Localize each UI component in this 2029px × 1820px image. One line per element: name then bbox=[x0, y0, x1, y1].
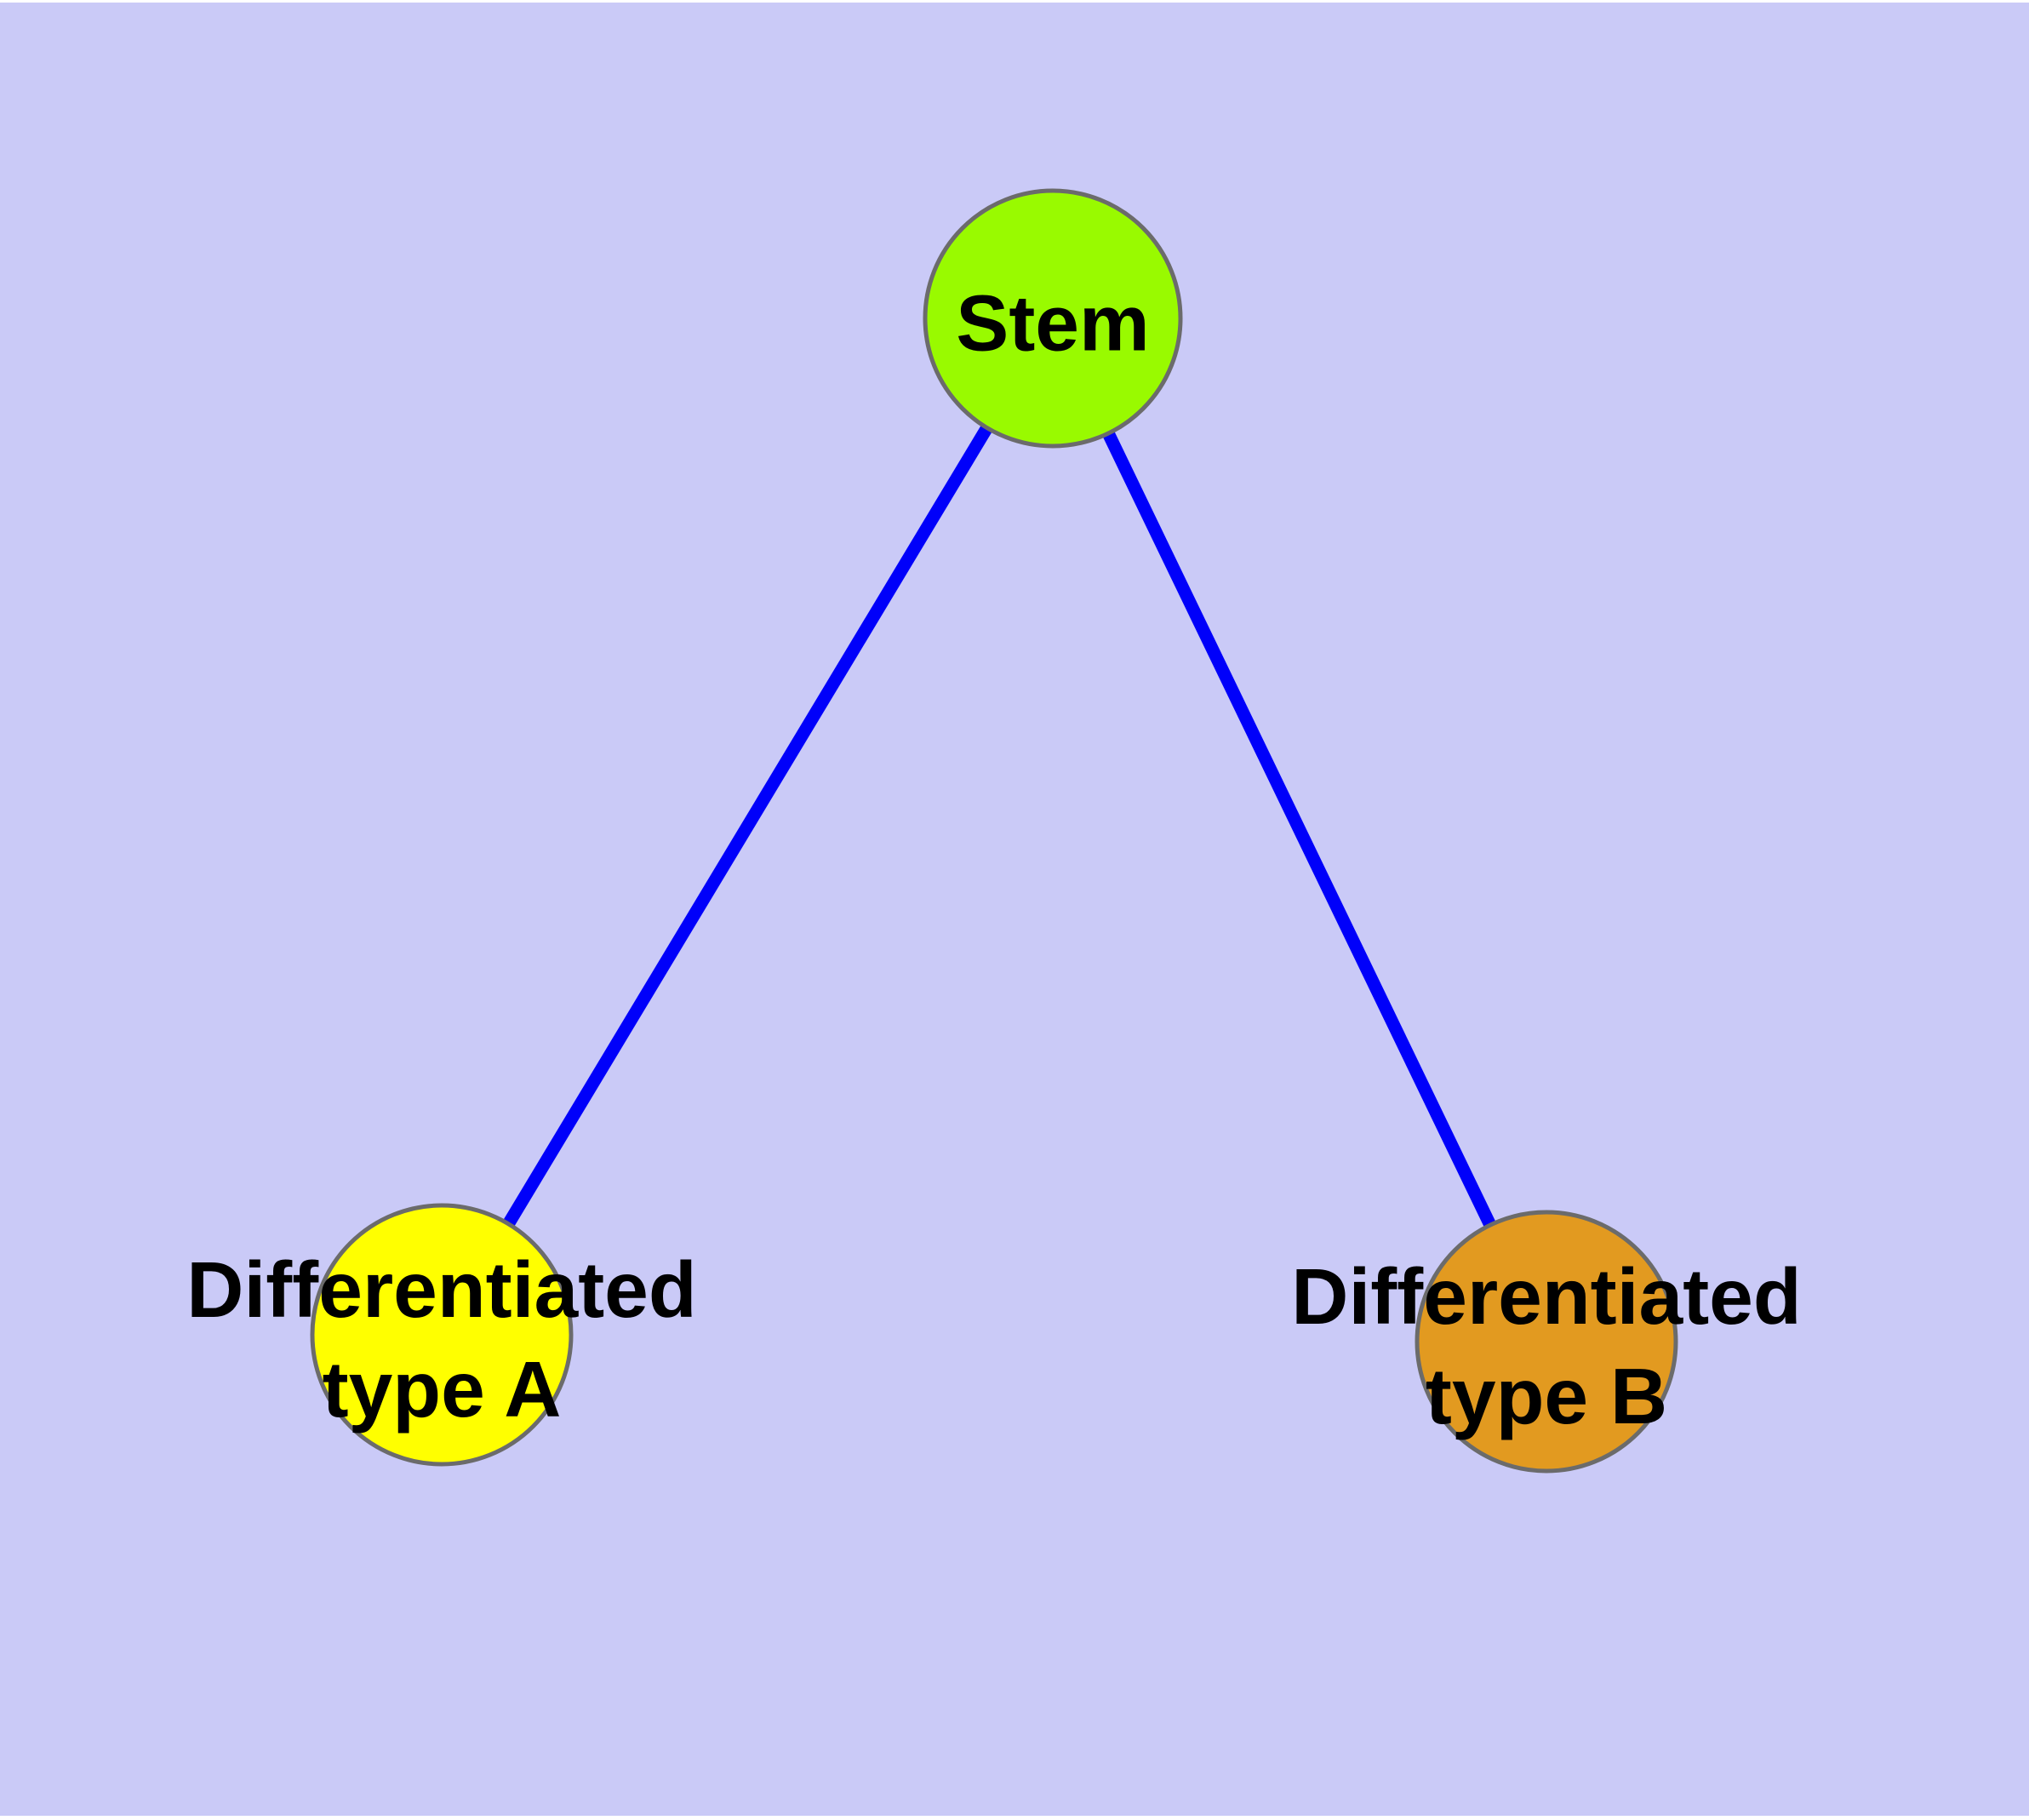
graph-canvas: Stem Differentiated type A Differentiate… bbox=[0, 3, 2029, 1816]
graph-svg bbox=[310, 188, 1678, 1474]
type-a-node-circle bbox=[310, 1203, 574, 1467]
edge-stem-to-type-b bbox=[1047, 315, 1552, 1345]
stem-node-circle bbox=[923, 188, 1183, 449]
type-b-node-circle bbox=[1415, 1210, 1678, 1474]
edge-stem-to-type-a bbox=[436, 315, 1059, 1338]
